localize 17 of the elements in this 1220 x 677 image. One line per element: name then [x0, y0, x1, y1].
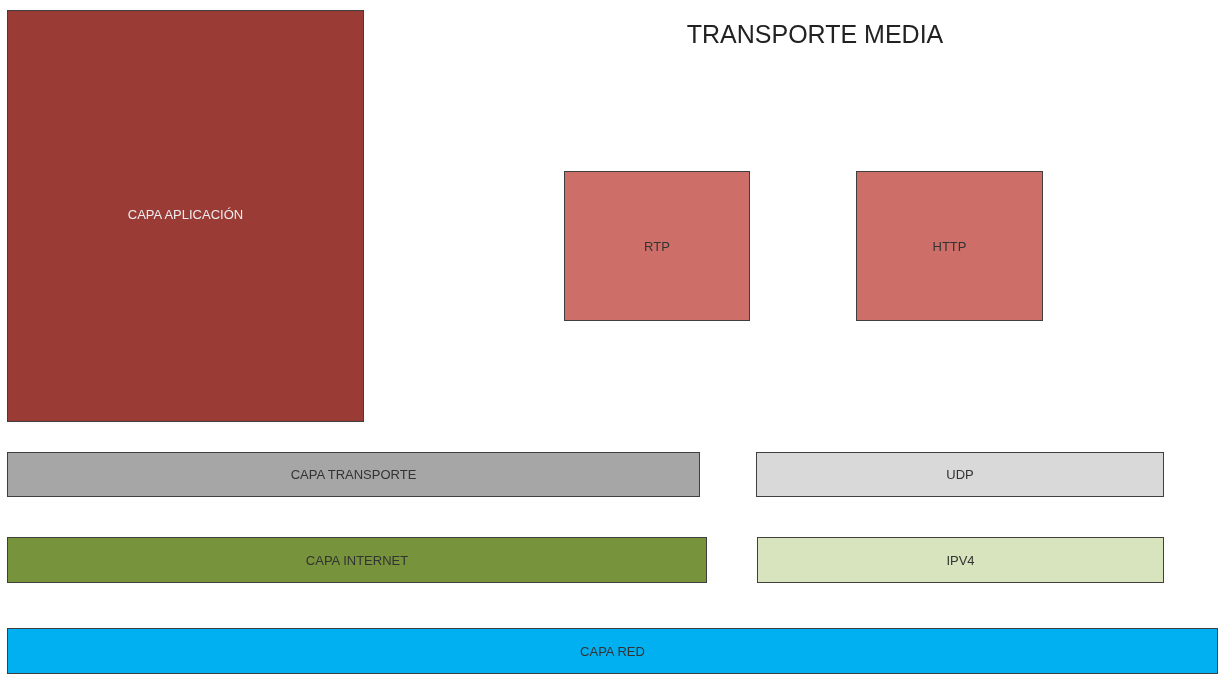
- layer-label: CAPA RED: [580, 643, 645, 659]
- layer-label: IPV4: [946, 552, 975, 568]
- layer-label: RTP: [644, 238, 670, 254]
- layer-box: [7, 452, 700, 497]
- diagram-title: TRANSPORTE MEDIA: [685, 19, 945, 50]
- layer-label: CAPA APLICACIÓN: [127, 207, 244, 222]
- layer-box: [756, 452, 1164, 497]
- layer-box: [7, 628, 1218, 674]
- layer-label: CAPA INTERNET: [305, 552, 409, 568]
- layer-box: [7, 537, 707, 583]
- layer-box: [856, 171, 1043, 321]
- layer-box: [564, 171, 750, 321]
- layer-label: UDP: [946, 467, 974, 482]
- layer-box: [7, 10, 364, 422]
- layer-label: HTTP: [932, 238, 967, 254]
- layer-label: CAPA TRANSPORTE: [290, 467, 417, 482]
- layer-box: [757, 537, 1164, 583]
